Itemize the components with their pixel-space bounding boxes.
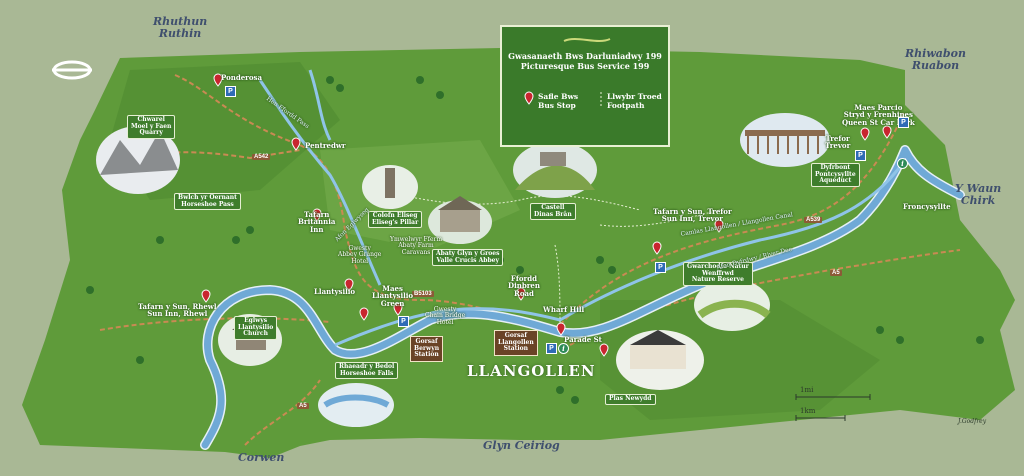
stream	[308, 69, 332, 141]
bus-stop-pin	[652, 241, 662, 255]
parking-icon: P	[225, 86, 236, 97]
footpath	[379, 189, 641, 211]
bus-stop-pin	[860, 127, 870, 141]
parking-icon: P	[655, 262, 666, 273]
footpath-icon	[600, 92, 602, 108]
bus-stop-pin-icon	[524, 91, 534, 105]
bus-stop-pin	[291, 137, 301, 151]
bus-stop-pin	[393, 302, 403, 316]
dinas-bran-illustration	[513, 142, 597, 198]
info-icon: i	[558, 343, 569, 354]
bus-stop-pin	[344, 278, 354, 292]
legend-panel: Gwasanaeth Bws Darluniadwy 199 Picturesq…	[500, 25, 670, 147]
road-a542	[174, 74, 561, 331]
artist-signature: J.Godfrey	[958, 418, 987, 425]
destination-glyn-ceiriog: Glyn Ceiriog	[483, 439, 560, 452]
road-a539	[559, 109, 906, 326]
eliseg-pillar-illustration	[362, 165, 418, 209]
parking-icon: P	[855, 150, 866, 161]
scale-km: 1km	[800, 407, 816, 415]
parking-icon: P	[398, 316, 409, 327]
legend-footpath-flourish	[563, 38, 611, 42]
bus-stop-pins	[201, 73, 892, 357]
bus-stop-pin	[359, 307, 369, 321]
bus-stop-pin	[213, 73, 223, 87]
bus-stop-pin	[556, 322, 566, 336]
stop-ponderosa: Ponderosa	[221, 73, 263, 82]
horseshoe-falls-illustration	[318, 383, 394, 427]
destination-corwen: Corwen	[238, 451, 285, 464]
abbey-illustration	[428, 196, 492, 244]
stop-pentredwr: Pentredwr	[305, 141, 346, 150]
road-label-a539: A539	[804, 217, 823, 223]
road-label-a542: A542	[252, 154, 271, 160]
road-a5-corwen	[244, 379, 321, 446]
road-label-b5103: B5103	[412, 291, 434, 297]
aqueduct-illustration	[740, 113, 830, 167]
footpath	[554, 244, 561, 326]
bus-stop-pin	[516, 287, 526, 301]
stop-wharf-hill: Wharf Hill	[543, 305, 585, 314]
town-name: LLANGOLLEN	[467, 362, 596, 380]
info-icon: i	[897, 158, 908, 169]
hills-shading	[600, 300, 880, 420]
river-dee	[201, 146, 964, 449]
bus-stop-pin	[714, 219, 724, 233]
bus-stop-pin	[599, 343, 609, 357]
quarry-illustration	[96, 126, 180, 194]
compass-icon	[52, 60, 92, 80]
bus-stop-pin	[312, 208, 322, 222]
road-label-a5-west: A5	[297, 403, 309, 409]
stop-parade-st: Parade St	[564, 335, 602, 344]
stream	[258, 79, 382, 286]
legend-title-english: Picturesque Bus Service 199	[520, 61, 650, 71]
bus-stop-pin	[882, 125, 892, 139]
wenffrwd-illustration	[694, 279, 771, 331]
plas-newydd-illustration	[616, 330, 704, 390]
legend-title-welsh: Gwasanaeth Bws Darluniadwy 199	[508, 51, 662, 61]
scale-mile: 1mi	[800, 386, 814, 394]
stop-froncysyllte: Froncysyllte	[903, 202, 951, 211]
road-a542-west	[119, 149, 301, 161]
trees	[86, 76, 984, 404]
stop-llantysilio: Llantysilio	[314, 287, 356, 296]
scale-bars	[795, 394, 871, 421]
footpath	[599, 209, 721, 227]
road-label-a5-east: A5	[830, 270, 842, 276]
card-plas-newydd: Plas Newydd	[605, 394, 656, 405]
parking-icon: P	[546, 343, 557, 354]
parking-icon: P	[898, 117, 909, 128]
bus-stop-pin	[201, 289, 211, 303]
llangollen-canal	[334, 159, 907, 347]
